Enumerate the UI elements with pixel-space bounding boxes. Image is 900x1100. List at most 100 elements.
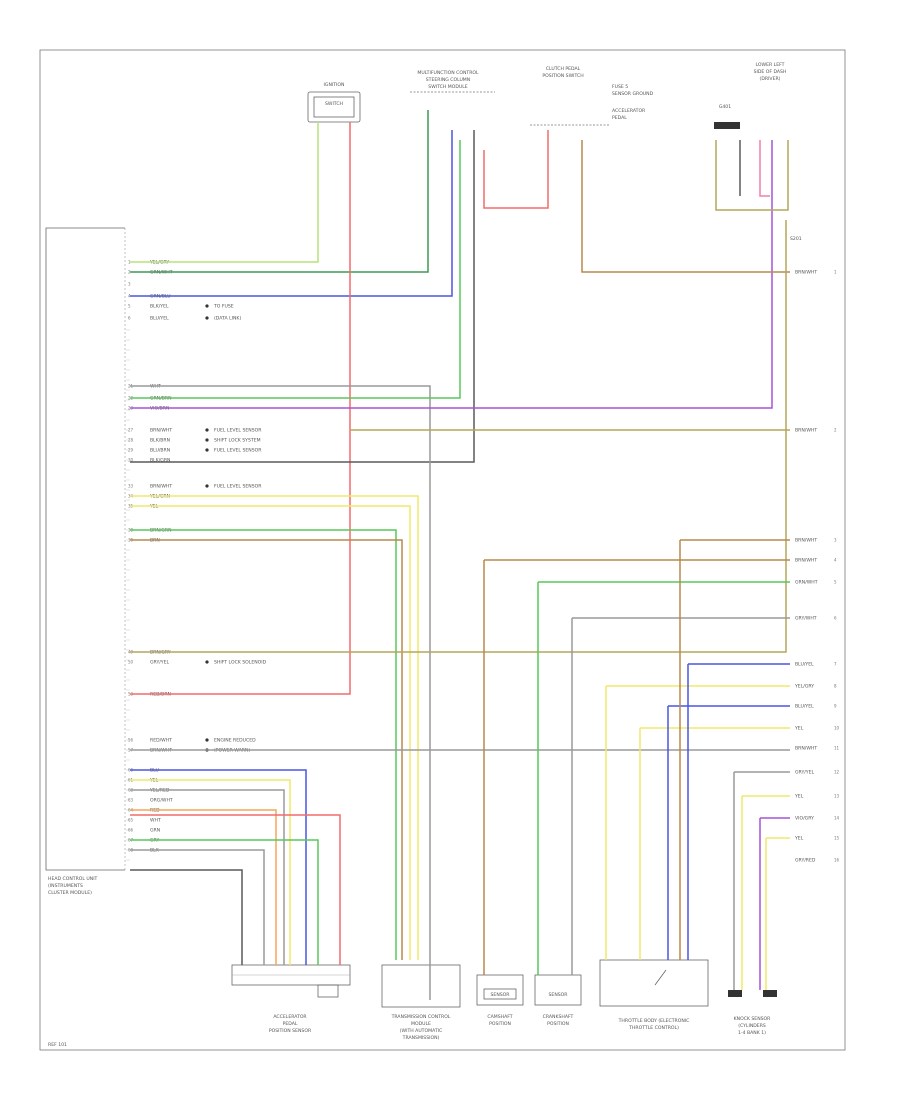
wire <box>130 539 403 960</box>
wire <box>759 140 770 197</box>
cmp-label-1: CAMSHAFT <box>487 1014 512 1020</box>
right-ref-number: 1 <box>834 270 837 275</box>
right-ref-number: 6 <box>834 616 837 621</box>
right-wire-tag: BRN/WHT <box>795 746 817 752</box>
accelerator-pedal-sensor: ACCELERATOR PEDAL POSITION SENSOR <box>231 964 351 1034</box>
main-module-outline <box>45 227 125 871</box>
wire <box>770 140 789 211</box>
footer-code: REF 101 <box>48 1042 67 1048</box>
pin-note: (DATA LINK) <box>214 316 241 322</box>
wire <box>130 130 453 297</box>
pin-wire-color: BLU/BRN <box>150 448 170 454</box>
tcm-label-1: TRANSMISSION CONTROL <box>391 1014 451 1020</box>
pin-wire-color: WHT <box>150 818 161 824</box>
pin-wire-color: BLK/YEL <box>150 304 169 310</box>
wire <box>581 140 790 273</box>
connector-dot <box>205 316 209 320</box>
ckp-label-2: POSITION <box>547 1021 569 1027</box>
pin-note: SHIFT LOCK SOLENOID <box>214 660 267 666</box>
pin-note: ENGINE REDUCED <box>214 738 256 744</box>
ignition-switch: IGNITION SWITCH <box>307 82 361 123</box>
ckp-label-1: CRANKSHAFT <box>543 1014 574 1020</box>
right-wire-tag: BRN/WHT <box>795 538 817 544</box>
ks-label-2: (CYLINDERS <box>738 1023 766 1029</box>
camshaft-position-sensor: SENSOR CAMSHAFT POSITION <box>476 974 524 1027</box>
wire <box>130 839 319 965</box>
clutch-label-1: CLUTCH PEDAL <box>546 66 581 72</box>
clutch-pedal-switch: CLUTCH PEDAL POSITION SWITCH FUSE 5 SENS… <box>530 66 654 126</box>
wire <box>715 140 770 211</box>
pin-number: 28 <box>128 438 134 443</box>
right-ref-number: 4 <box>834 558 837 563</box>
pin-number: 3 <box>128 282 131 287</box>
wire <box>130 122 319 263</box>
connector-dot <box>205 660 209 664</box>
wire <box>130 849 265 965</box>
connector-dot <box>205 738 209 742</box>
connector-dot <box>205 304 209 308</box>
connector-dot <box>205 438 209 442</box>
pin-note: FUEL LEVEL SENSOR <box>214 428 262 434</box>
main-module-label-3: CLUSTER MODULE) <box>48 890 92 896</box>
right-wire-tag: BRN/WHT <box>795 270 817 276</box>
right-wire-tag: YEL <box>794 726 804 732</box>
main-module-label-2: (INSTRUMENTS <box>48 883 83 889</box>
right-wire-tag: GRY/RED <box>795 858 816 864</box>
main-module-label-1: HEAD CONTROL UNIT <box>48 876 98 882</box>
app-label-3: POSITION SENSOR <box>269 1028 312 1034</box>
pin-note: SHIFT LOCK SYSTEM <box>214 438 261 444</box>
pin-wire-color: GRN <box>150 828 160 834</box>
pin-wire-color: ORG/WHT <box>150 798 173 804</box>
connector-dot <box>205 484 209 488</box>
right-ref-number: 15 <box>834 836 840 841</box>
wire <box>130 495 419 960</box>
right-ref-number: 5 <box>834 580 837 585</box>
ignition-switch-label-1: IGNITION <box>324 82 345 88</box>
right-ref-number: 10 <box>834 726 840 731</box>
wire <box>130 779 291 965</box>
right-ref-number: 11 <box>834 746 840 751</box>
dash-label-3: (DRIVER) <box>760 76 781 82</box>
pin-number: 56 <box>128 738 134 743</box>
multifunction-switch-connector: MULTIFUNCTION CONTROL STEERING COLUMN SW… <box>410 70 495 93</box>
ignition-switch-label-2: SWITCH <box>325 101 343 107</box>
pin-number: 2 <box>128 270 131 275</box>
dash-ground-tag: G401 <box>719 104 731 110</box>
wire <box>130 809 277 965</box>
pin-number: 5 <box>128 304 131 309</box>
wire <box>130 505 411 960</box>
right-wire-tag: BRN/WHT <box>795 558 817 564</box>
wire <box>130 130 475 463</box>
right-wire-tag: VIO/GRY <box>795 816 814 822</box>
right-wire-tag: YEL/GRY <box>794 684 814 690</box>
connector-dot <box>205 428 209 432</box>
app-label-1: ACCELERATOR <box>273 1014 307 1020</box>
right-ref-number: 3 <box>834 538 837 543</box>
mf-switch-label-1: MULTIFUNCTION CONTROL <box>417 70 479 76</box>
tcm-label-2: MODULE <box>411 1021 431 1027</box>
ks-label-1: KNOCK SENSOR <box>734 1016 772 1022</box>
wire <box>130 110 429 273</box>
pin-number: 6 <box>128 316 131 321</box>
connector-dot <box>205 448 209 452</box>
clutch-side-1: FUSE 5 <box>612 84 628 90</box>
pin-number: 50 <box>128 660 134 665</box>
etc-label-2: THROTTLE CONTROL) <box>628 1025 679 1031</box>
pin-wire-color: RED/WHT <box>150 738 172 744</box>
pin-wire-color: BLK/GRN <box>150 458 170 464</box>
pin-number: 1 <box>128 260 131 265</box>
right-wire-tag: GRY/WHT <box>795 616 817 622</box>
cmp-label-2: POSITION <box>489 1021 511 1027</box>
right-wire-tag: YEL <box>794 836 804 842</box>
clutch-side-2: SENSOR GROUND <box>612 91 654 97</box>
pin-number: 30 <box>128 458 134 463</box>
clutch-label-2: POSITION SWITCH <box>542 73 583 79</box>
pin-number: 63 <box>128 798 134 803</box>
right-ref-number: 16 <box>834 858 840 863</box>
wire <box>130 122 351 695</box>
pin-number: 4 <box>128 294 131 299</box>
right-wire-tag: YEL <box>794 794 804 800</box>
right-ref-number: 7 <box>834 662 837 667</box>
